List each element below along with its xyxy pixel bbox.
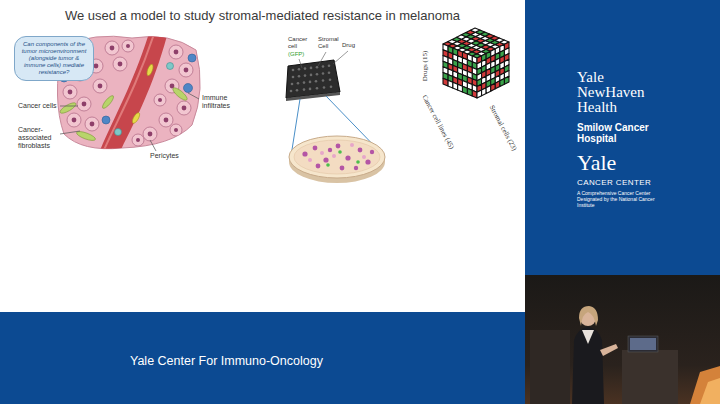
axis-label: Cancer cell lines (45) <box>420 94 455 151</box>
footer-band: Yale Center For Immuno-Oncology <box>0 312 525 404</box>
leader-lines <box>60 93 199 151</box>
slide-title: We used a model to study stromal-mediate… <box>0 8 525 23</box>
cube-cell <box>470 28 479 32</box>
leader-lines <box>299 51 348 68</box>
cube-cell <box>448 80 453 88</box>
data-cube <box>443 28 509 98</box>
cube-cell <box>500 79 505 87</box>
plate-label: Cancer cell <box>288 36 310 50</box>
cube-cell <box>462 86 467 94</box>
axis-label: Drugs (15) <box>421 51 429 82</box>
cube-cell <box>472 90 477 98</box>
cube-cell <box>477 90 482 98</box>
cube-cell <box>482 88 487 96</box>
plate-label: Drug <box>342 42 355 49</box>
cube-cell <box>453 82 458 90</box>
plate-label: Stromal Cell <box>318 36 340 50</box>
cube-cell <box>458 84 463 92</box>
part-label: Cancer-associated fibroblasts <box>18 126 60 150</box>
well-plate <box>286 60 340 101</box>
speaker-video <box>525 275 720 404</box>
hospital-name: Smilow Cancer Hospital <box>577 122 657 144</box>
logo-name: Yale NewHaven Health <box>577 70 667 115</box>
callout-bubble: Can components of the tumor microenviron… <box>14 36 94 81</box>
plate-label: (GFP) <box>288 51 304 58</box>
center-tagline: A Comprehensive Cancer Center Designated… <box>577 190 661 208</box>
cube-cell <box>504 76 509 84</box>
cube-cell <box>467 88 472 96</box>
part-label: Pericytes <box>150 152 179 160</box>
part-label: Immune infiltrates <box>202 94 242 110</box>
footer-text: Yale Center For Immuno-Oncology <box>130 354 323 368</box>
axis-label: Stromal cells (23) <box>488 104 519 152</box>
cube-cell <box>495 81 500 89</box>
part-label: Cancer cells <box>18 102 57 110</box>
callout-text: Can components of the tumor microenviron… <box>20 41 88 76</box>
cube-cell <box>486 85 491 93</box>
petri-dish <box>289 136 385 183</box>
cube-cell <box>491 83 496 91</box>
cube-cell <box>443 78 448 86</box>
center-name: CANCER CENTER <box>577 178 651 187</box>
logo-word: Yale <box>577 152 616 174</box>
logo-panel: Yale NewHaven HealthSmilow Cancer Hospit… <box>525 0 720 275</box>
